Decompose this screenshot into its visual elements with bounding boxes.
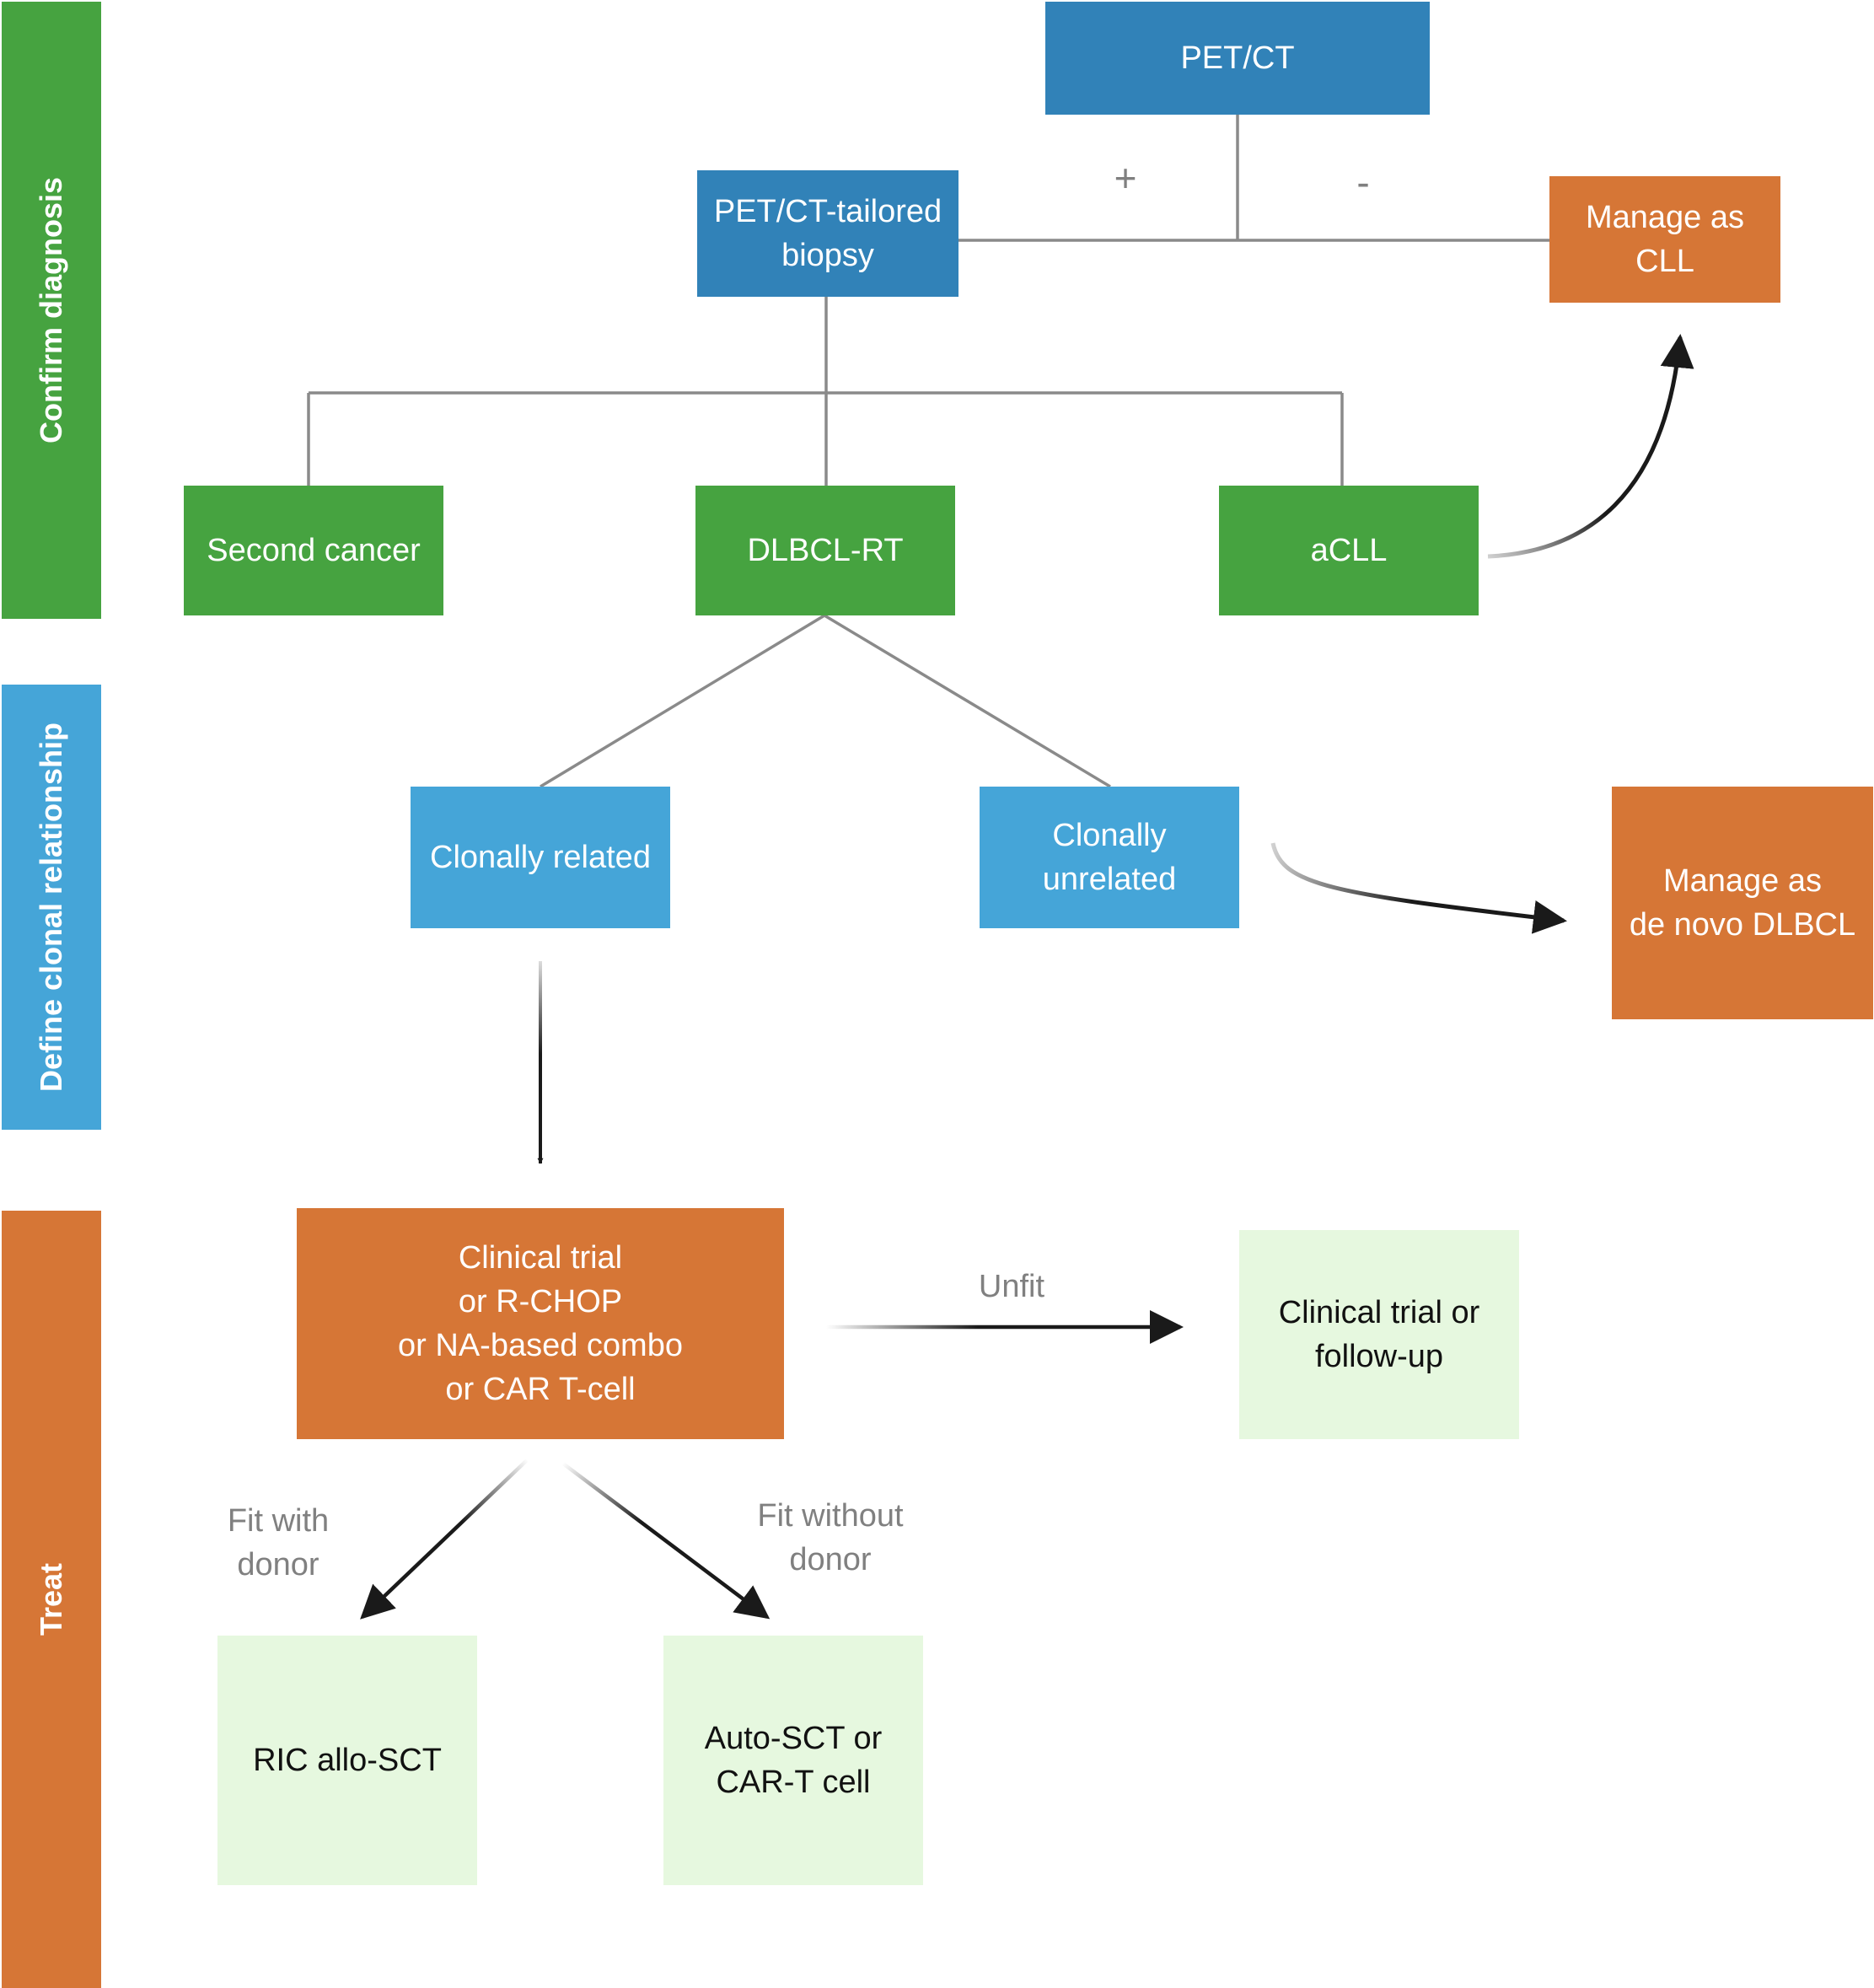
node-clonally-unrelated: Clonally unrelated <box>980 787 1239 928</box>
node-clonally-related: Clonally related <box>411 787 670 928</box>
arrow-treatment-fit-with-donor <box>360 1459 529 1620</box>
phase-band-treat: Treat <box>2 1211 101 1988</box>
connector-to-clonally-related <box>540 614 825 788</box>
node-acll: aCLL <box>1219 486 1479 615</box>
node-clinical-trial-or-follow-up: Clinical trial or follow-up <box>1239 1230 1519 1439</box>
node-auto-sct-or-car-t: Auto-SCT or CAR-T cell <box>663 1636 923 1885</box>
edge-label-unfit: Unfit <box>978 1269 1045 1304</box>
phase-label-confirm-diagnosis: Confirm diagnosis <box>34 176 68 444</box>
node-ric-allo-sct: RIC allo-SCT <box>217 1636 477 1885</box>
phase-label-define-clonal-relationship: Define clonal relationship <box>34 722 68 1093</box>
node-manage-as-de-novo-dlbcl: Manage as de novo DLBCL <box>1612 787 1873 1019</box>
arrow-treatment-fit-without-donor <box>561 1462 771 1620</box>
phase-band-confirm-diagnosis: Confirm diagnosis <box>2 2 101 619</box>
node-treatment-options: Clinical trial or R-CHOP or NA-based com… <box>297 1208 784 1439</box>
edge-label-positive: + <box>1114 156 1137 200</box>
edge-label-fit-with-donor: Fit with donor <box>227 1503 330 1582</box>
node-manage-as-cll: Manage as CLL <box>1549 176 1780 303</box>
node-pet-ct: PET/CT <box>1045 2 1430 115</box>
node-second-cancer: Second cancer <box>184 486 443 615</box>
phase-label-treat: Treat <box>33 1562 68 1636</box>
phase-band-define-clonal-relationship: Define clonal relationship <box>2 685 101 1130</box>
edge-label-fit-without-donor: Fit without donor <box>757 1498 904 1577</box>
arrow-acll-to-manage-cll <box>1487 334 1694 559</box>
node-pet-ct-tailored-biopsy: PET/CT-tailored biopsy <box>697 170 958 297</box>
node-dlbcl-rt: DLBCL-RT <box>695 486 955 615</box>
connector-to-clonally-unrelated <box>824 614 1111 788</box>
edge-label-negative: - <box>1356 160 1370 204</box>
arrow-unrelated-to-denovo <box>1270 842 1567 934</box>
